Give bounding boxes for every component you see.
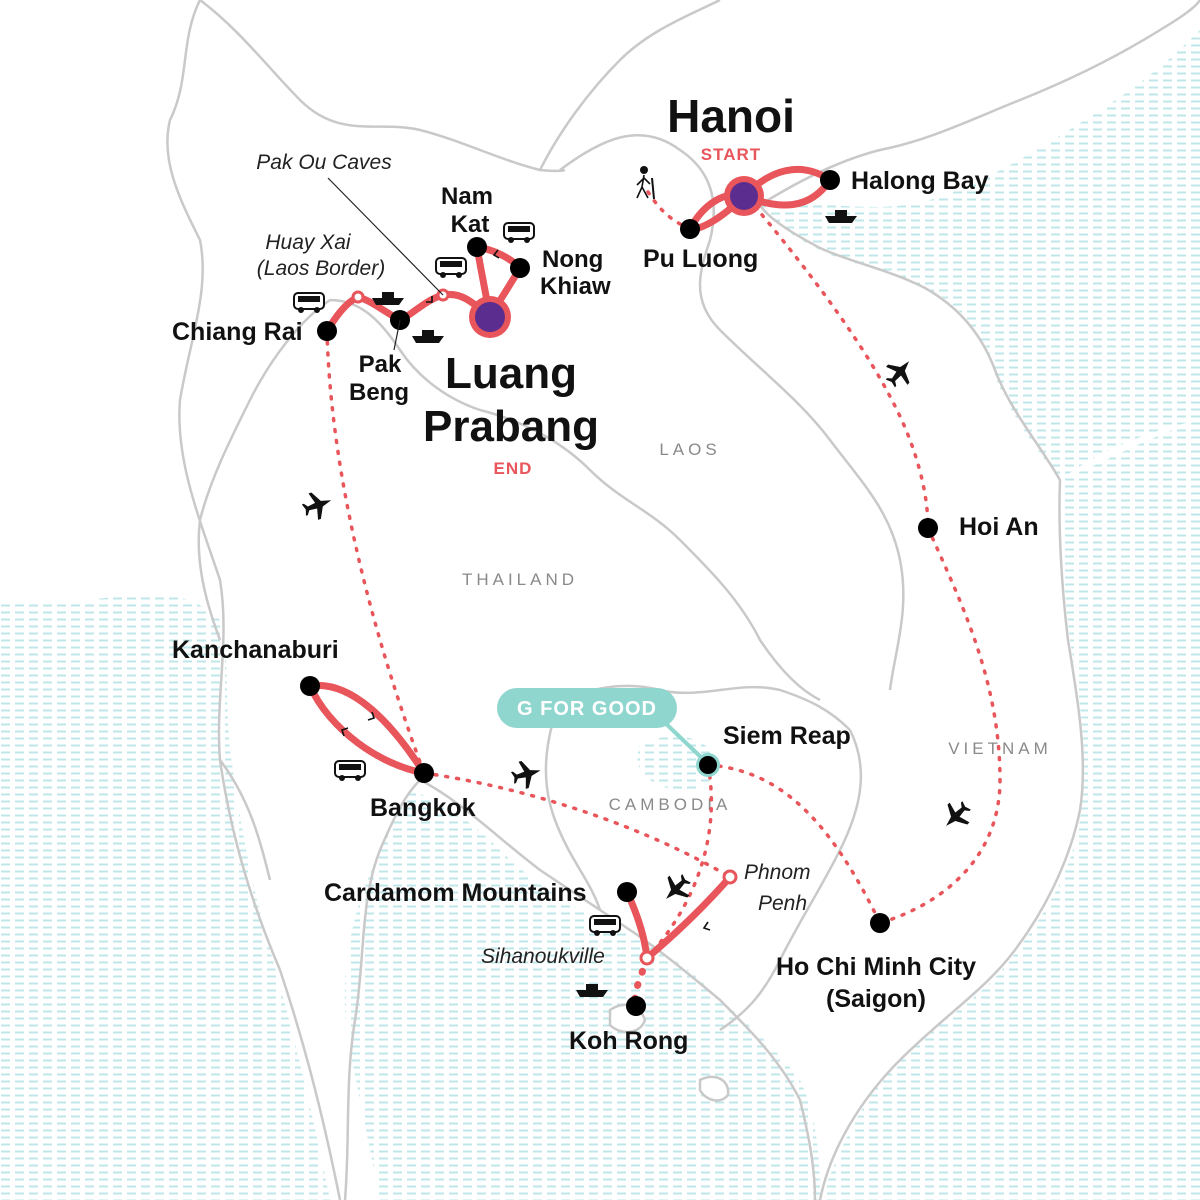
place-labels: Hanoi START Halong Bay Pu Luong Nam Kat … bbox=[172, 90, 1039, 1055]
bus-icon bbox=[293, 292, 325, 313]
stop-koh-rong bbox=[626, 996, 646, 1016]
direction-arrow-icon bbox=[367, 711, 376, 721]
stops bbox=[300, 170, 938, 1016]
boat-icon bbox=[825, 210, 857, 223]
sea-areas bbox=[0, 30, 1200, 1200]
airplane-icon bbox=[666, 874, 691, 899]
label-luang: Luang bbox=[445, 349, 577, 398]
label-pu-luong: Pu Luong bbox=[643, 245, 758, 273]
label-pak: Pak bbox=[359, 351, 402, 378]
label-laos-border: (Laos Border) bbox=[257, 257, 385, 280]
label-phnom: Phnom bbox=[744, 861, 811, 884]
airplane-icon bbox=[301, 492, 332, 520]
label-saigon: (Saigon) bbox=[826, 985, 926, 1013]
waypoint-phnom-penh bbox=[722, 869, 738, 885]
label-nam: Nam bbox=[441, 183, 493, 210]
label-hanoi: Hanoi bbox=[667, 90, 795, 142]
label-kanchanaburi: Kanchanaburi bbox=[172, 636, 339, 664]
country-label-cambodia: CAMBODIA bbox=[609, 795, 732, 814]
boat-icon bbox=[412, 330, 444, 343]
direction-arrow-icon bbox=[426, 296, 433, 303]
bus-icon bbox=[334, 760, 366, 781]
stop-halong-bay bbox=[820, 170, 840, 190]
boat-icon bbox=[372, 292, 404, 305]
start-marker-inner bbox=[730, 182, 758, 210]
bus-icon bbox=[589, 915, 621, 936]
label-hoi-an: Hoi An bbox=[959, 513, 1039, 541]
boat-icon bbox=[576, 984, 608, 997]
stop-nam-kat bbox=[467, 237, 487, 257]
flight-routes bbox=[325, 190, 1002, 1010]
label-prabang: Prabang bbox=[423, 402, 599, 451]
g-for-good-callout: G FOR GOOD bbox=[497, 688, 708, 764]
label-nong: Nong bbox=[542, 246, 603, 273]
transport-icons bbox=[293, 166, 971, 997]
direction-arrow-icon bbox=[702, 921, 711, 931]
stop-chiang-rai bbox=[317, 321, 337, 341]
label-kat: Kat bbox=[451, 211, 490, 238]
label-sihanoukville: Sihanoukville bbox=[481, 945, 605, 968]
label-start: START bbox=[701, 145, 761, 164]
end-marker-inner bbox=[475, 302, 505, 332]
direction-arrow-icon bbox=[340, 727, 349, 737]
waypoint-sihanoukville bbox=[639, 950, 655, 966]
country-borders bbox=[166, 0, 1200, 1200]
airplane-icon bbox=[946, 801, 971, 826]
label-beng: Beng bbox=[349, 379, 409, 406]
label-koh-rong: Koh Rong bbox=[569, 1027, 688, 1055]
label-pak-ou-caves: Pak Ou Caves bbox=[256, 151, 392, 174]
label-ho-chi-minh-city: Ho Chi Minh City bbox=[776, 953, 976, 981]
country-labels: LAOS THAILAND CAMBODIA VIETNAM bbox=[462, 440, 1048, 814]
stop-siem-reap bbox=[699, 756, 717, 774]
g-for-good-badge bbox=[497, 688, 677, 728]
stop-kanchanaburi bbox=[300, 676, 320, 696]
country-label-laos: LAOS bbox=[659, 440, 720, 459]
country-label-thailand: THAILAND bbox=[462, 570, 578, 589]
label-bangkok: Bangkok bbox=[370, 794, 476, 822]
waypoint-huay-xai bbox=[351, 290, 365, 304]
stop-hcmc bbox=[870, 913, 890, 933]
stop-nong-khiaw bbox=[510, 258, 530, 278]
label-siem-reap: Siem Reap bbox=[723, 722, 851, 750]
airplane-icon bbox=[510, 760, 541, 789]
bus-icon bbox=[435, 257, 467, 278]
label-khiaw: Khiaw bbox=[540, 273, 611, 300]
airplane-icon bbox=[885, 361, 910, 388]
bus-icon bbox=[503, 222, 535, 243]
label-penh: Penh bbox=[758, 892, 807, 915]
hiker-icon bbox=[636, 166, 655, 200]
stop-cardamom bbox=[617, 882, 637, 902]
label-huay-xai: Huay Xai bbox=[265, 231, 352, 254]
stop-bangkok bbox=[414, 763, 434, 783]
label-cardamom-mountains: Cardamom Mountains bbox=[324, 879, 587, 907]
direction-arrow-icon bbox=[492, 249, 500, 259]
label-halong-bay: Halong Bay bbox=[851, 167, 989, 195]
label-chiang-rai: Chiang Rai bbox=[172, 318, 303, 346]
g-for-good-label: G FOR GOOD bbox=[517, 698, 657, 720]
stop-pu-luong bbox=[680, 219, 700, 239]
label-end: END bbox=[494, 459, 533, 478]
stop-hoi-an bbox=[918, 518, 938, 538]
